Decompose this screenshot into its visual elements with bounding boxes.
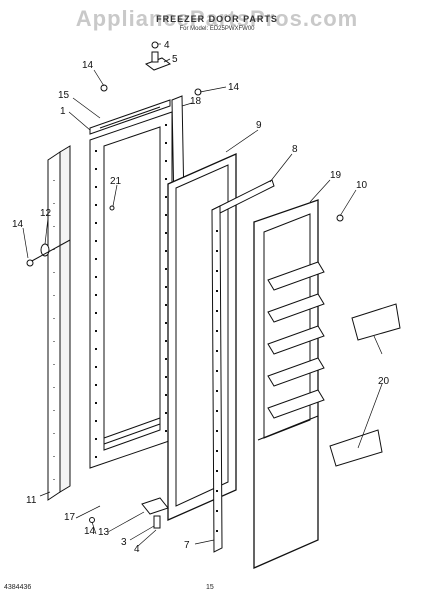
callout-3: 3 [121,537,127,548]
callout-4a: 4 [164,40,170,51]
watermark: AppliancePartsPros.com [75,6,359,31]
part-liner-strip [211,179,275,553]
callout-14d: 14 [84,526,96,537]
footer-page-number: 15 [206,584,214,591]
model-subtitle: For Model: ED25PWXFW00 [179,26,255,32]
part-door-panel [89,111,173,469]
callout-13: 13 [98,527,110,538]
callout-7: 7 [184,540,190,551]
callout-14c: 14 [12,219,24,230]
part-top-bracket [89,99,171,135]
callout-4b: 4 [134,544,140,555]
callout-labels: 1 3 4 4 5 7 8 9 10 11 12 13 14 14 14 14 … [12,40,390,555]
callout-15: 15 [58,90,70,101]
callout-14b: 14 [228,82,240,93]
part-door-bins [267,261,401,467]
part-bottom-hinge [141,497,169,529]
callout-8: 8 [292,144,298,155]
callout-20: 20 [378,376,390,387]
callout-1: 1 [60,106,66,117]
callout-9: 9 [256,120,262,131]
leader-lines [22,43,383,547]
part-outer-trim [47,145,71,501]
callout-19: 19 [330,170,342,181]
callout-17: 17 [64,512,76,523]
callout-11: 11 [26,495,37,506]
part-handle-mount [29,239,71,263]
footer-part-number: 4384436 [4,584,32,591]
callout-14a: 14 [82,60,94,71]
part-top-hinge [144,41,172,71]
callout-10: 10 [356,180,368,191]
callout-18: 18 [190,96,202,107]
part-door-liner [253,199,319,569]
callout-12: 12 [40,208,52,219]
callout-21: 21 [110,176,122,187]
diagram-title: FREEZER DOOR PARTS [156,14,278,24]
callout-5: 5 [172,54,178,65]
